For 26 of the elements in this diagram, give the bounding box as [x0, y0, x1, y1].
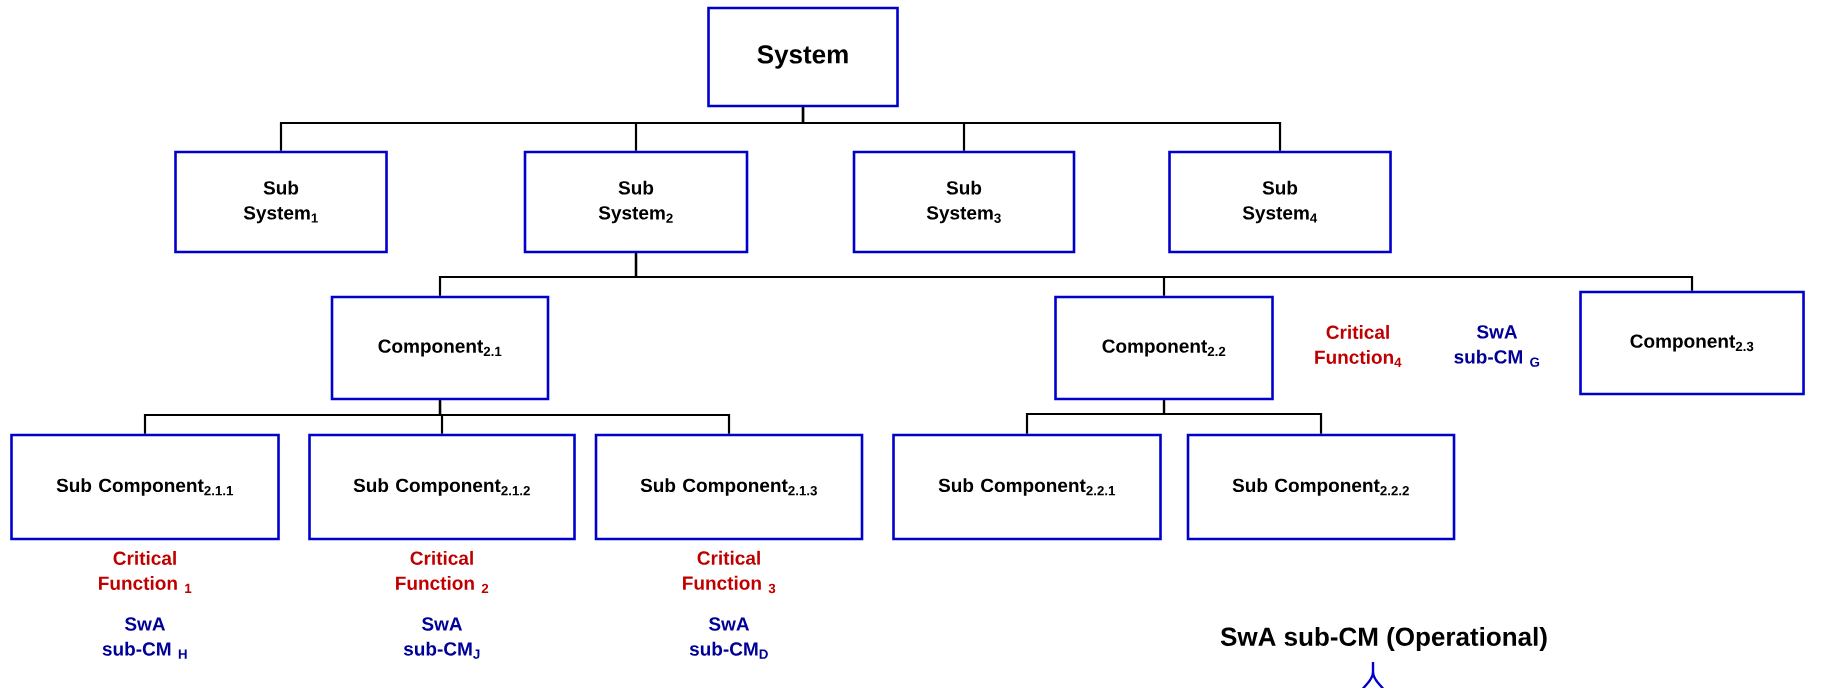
annotation: SwA sub-CM$_{J}$ [403, 617, 480, 659]
annotation: Critical Function$_{4}$ [1315, 325, 1402, 367]
annotation: SwA sub-CM $_{G}$ [1454, 325, 1540, 367]
annotation: Critical Function $_{3}$ [683, 550, 776, 594]
annotation: Critical Function $_{2}$ [396, 550, 489, 594]
box: System [707, 6, 899, 108]
box: Component$_{2.1}$ [330, 295, 550, 401]
box: Sub Component$_{2.1.3}$ [594, 433, 864, 541]
annotation: SwA sub-CM$_{D}$ [689, 617, 768, 659]
box: Sub System$_{1}$ [174, 150, 388, 254]
box: Component$_{2.3}$ [1579, 290, 1805, 396]
box: Sub Component$_{2.2.2}$ [1186, 433, 1456, 541]
box: Sub System$_{3}$ [852, 150, 1076, 254]
box: Component$_{2.2}$ [1054, 295, 1274, 401]
box: Sub Component$_{2.2.1}$ [892, 433, 1162, 541]
connector [801, 107, 1282, 151]
connector [438, 400, 731, 434]
box: Sub System$_{2}$ [523, 150, 749, 254]
connector [1162, 400, 1323, 434]
box: Sub System$_{4}$ [1168, 150, 1392, 254]
section-heading: SwA sub-CM (Operational) [1220, 626, 1547, 652]
box: Sub Component$_{2.1.2}$ [308, 433, 576, 541]
annotation: Critical Function $_{1}$ [99, 551, 192, 593]
annotation: SwA sub-CM $_{H}$ [102, 617, 187, 659]
box: Sub Component$_{2.1.1}$ [10, 433, 280, 541]
connector [634, 253, 1694, 291]
